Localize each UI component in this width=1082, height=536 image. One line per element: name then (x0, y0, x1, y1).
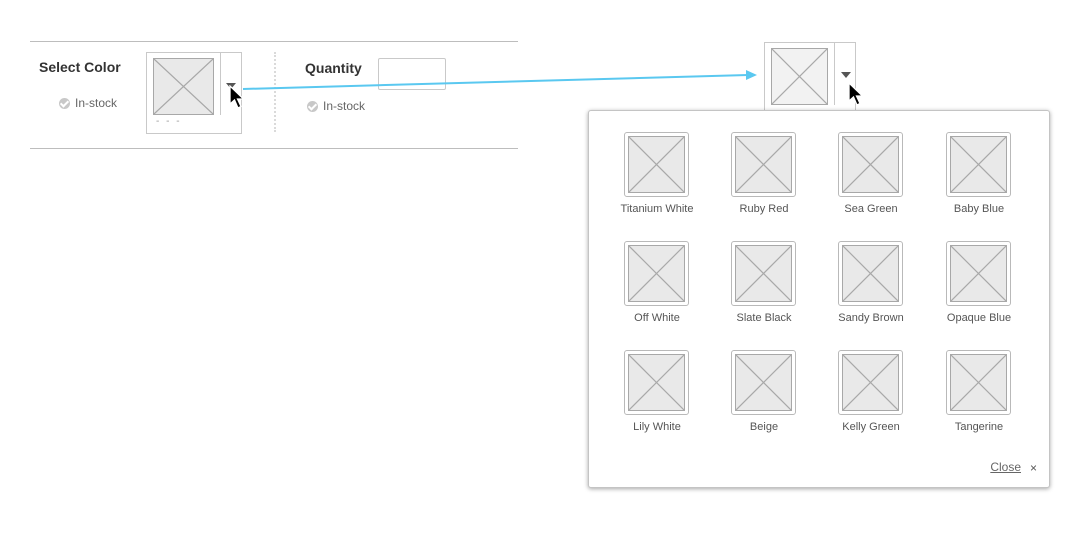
swatch-frame (731, 241, 796, 306)
color-swatch[interactable]: Off White (598, 241, 689, 331)
dropdown-arrow-icon[interactable] (226, 83, 236, 89)
color-swatch[interactable]: Tangerine (920, 350, 1011, 440)
cursor-icon (229, 85, 246, 109)
swatch-label: Off White (634, 312, 680, 324)
swatch-label: Beige (749, 421, 779, 433)
image-placeholder-icon (842, 136, 899, 193)
color-in-stock-status: In-stock (59, 96, 117, 110)
dropdown-arrow-icon[interactable] (841, 72, 851, 78)
swatch-label: Tangerine (954, 421, 1004, 433)
swatch-frame (838, 132, 903, 197)
image-placeholder-icon (842, 245, 899, 302)
image-placeholder-icon (735, 136, 792, 193)
color-in-stock-text: In-stock (75, 96, 118, 110)
check-icon (59, 97, 70, 109)
color-select-dropdown[interactable]: - - - (146, 52, 242, 134)
image-placeholder-icon (153, 58, 214, 115)
top-divider (30, 41, 518, 42)
swatch-label: Opaque Blue (946, 312, 1012, 324)
color-swatch[interactable]: Sea Green (812, 132, 903, 222)
color-picker-popup: Titanium White Ruby Red Sea Green Baby Blue… (588, 110, 1050, 488)
swatch-label: Baby Blue (953, 203, 1005, 215)
swatch-frame (946, 241, 1011, 306)
swatch-frame (838, 350, 903, 415)
select-color-label: Select Color (39, 59, 121, 75)
image-placeholder-icon (771, 48, 828, 105)
image-placeholder-icon (735, 245, 792, 302)
color-swatch[interactable]: Titanium White (598, 132, 693, 222)
swatch-frame (946, 350, 1011, 415)
image-placeholder-icon (628, 354, 685, 411)
swatch-label: Titanium White (620, 203, 694, 215)
image-placeholder-icon (628, 136, 685, 193)
bottom-divider (30, 148, 518, 149)
swatch-frame (838, 241, 903, 306)
swatch-label: Lily White (633, 421, 681, 433)
swatch-label: Slate Black (736, 312, 792, 324)
dropdown-separator (834, 43, 835, 105)
close-icon[interactable]: × (1029, 461, 1037, 475)
swatch-frame (624, 132, 689, 197)
swatch-label: Sandy Brown (838, 312, 904, 324)
image-placeholder-icon (950, 354, 1007, 411)
image-placeholder-icon (950, 245, 1007, 302)
image-placeholder-icon (735, 354, 792, 411)
swatch-frame (624, 350, 689, 415)
color-swatch[interactable]: Kelly Green (812, 350, 903, 440)
quantity-in-stock-status: In-stock (307, 99, 365, 113)
swatch-label: Kelly Green (842, 421, 900, 433)
quantity-in-stock-text: In-stock (323, 99, 366, 113)
color-swatch[interactable]: Sandy Brown (812, 241, 904, 331)
color-swatch[interactable]: Lily White (598, 350, 689, 440)
swatch-frame (731, 350, 796, 415)
image-placeholder-icon (842, 354, 899, 411)
swatch-label: Sea Green (844, 203, 898, 215)
color-placeholder-dashes: - - - (156, 116, 182, 127)
quantity-label: Quantity (305, 60, 362, 76)
color-swatch[interactable]: Beige (705, 350, 796, 440)
swatch-frame (624, 241, 689, 306)
color-swatch[interactable]: Baby Blue (920, 132, 1011, 222)
swatch-frame (946, 132, 1011, 197)
check-icon (307, 100, 318, 112)
cursor-icon (848, 82, 865, 106)
color-swatch[interactable]: Slate Black (705, 241, 796, 331)
swatch-frame (731, 132, 796, 197)
close-link[interactable]: Close (990, 460, 1021, 474)
image-placeholder-icon (950, 136, 1007, 193)
image-placeholder-icon (628, 245, 685, 302)
vertical-dotted-divider (274, 52, 276, 132)
color-swatch[interactable]: Opaque Blue (920, 241, 1011, 331)
dropdown-separator (220, 53, 221, 115)
color-swatch[interactable]: Ruby Red (705, 132, 796, 222)
color-select-dropdown-open[interactable] (764, 42, 856, 112)
swatch-label: Ruby Red (739, 203, 789, 215)
